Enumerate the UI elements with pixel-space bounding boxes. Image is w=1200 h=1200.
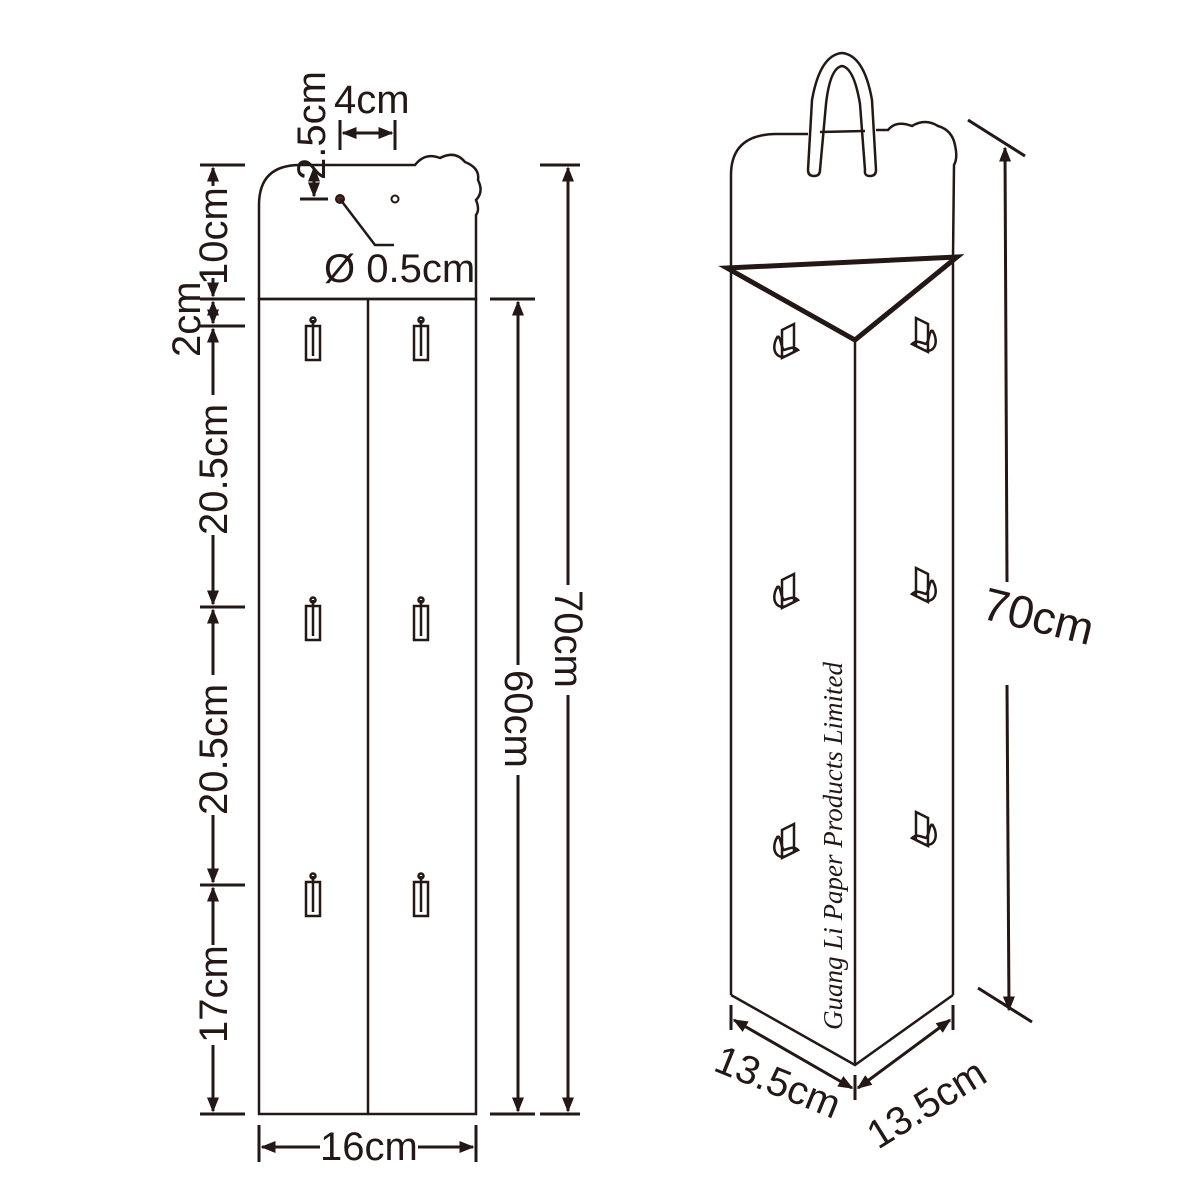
hole-spacing-label: 4cm [334, 78, 410, 122]
section-1-label: 20.5cm [192, 404, 236, 535]
brand-text: Guang Li Paper Products Limited [818, 662, 848, 1030]
side-left-label: 13.5cm [709, 1038, 847, 1128]
left-dimension-chain [200, 163, 245, 1116]
total-height-label: 70cm [546, 590, 590, 688]
hook-icon [910, 566, 937, 604]
handle [806, 51, 878, 178]
hook-slot-icon [304, 872, 322, 918]
hook-icon [773, 322, 800, 360]
side-left-dimension [732, 1018, 854, 1090]
body-height-label: 60cm [496, 670, 540, 768]
bottom-edges [730, 993, 954, 1067]
width-label: 16cm [320, 1125, 418, 1169]
hook-slot-icon [412, 596, 430, 642]
assembled-height-dimension [999, 146, 1012, 583]
hole-diameter-label: Ø 0.5cm [324, 247, 475, 291]
section-3-label: 17cm [192, 945, 236, 1043]
hook-icon [910, 810, 937, 848]
side-right-label: 13.5cm [859, 1051, 994, 1158]
hook-slot-icon [304, 596, 322, 642]
hook-icon [910, 316, 937, 354]
section-2-label: 20.5cm [192, 684, 236, 815]
hole-leader-line [339, 198, 394, 247]
flat-view: 2.5cm 4cm Ø 0.5cm 10cm 2cm 20.5cm 20.5cm… [165, 71, 590, 1169]
top-triangle [718, 254, 965, 344]
side-right-dimension [856, 1018, 952, 1090]
header-outline [257, 153, 482, 301]
hanging-hole [390, 194, 400, 204]
hook-slot-icon [412, 316, 430, 362]
assembled-height-label: 70cm [978, 577, 1100, 655]
header-height-label: 10cm [192, 187, 236, 285]
hook-slot-icon [304, 316, 322, 362]
hook-slot-icon [412, 872, 430, 918]
assembled-view: Guang Li Paper Products Limited 13.5cm 1… [709, 51, 1100, 1158]
hole-offset-label: 2.5cm [290, 71, 334, 180]
header-outline [729, 120, 958, 268]
gap-label: 2cm [165, 281, 209, 357]
hook-icon [773, 572, 800, 610]
hook-icon [773, 822, 800, 860]
